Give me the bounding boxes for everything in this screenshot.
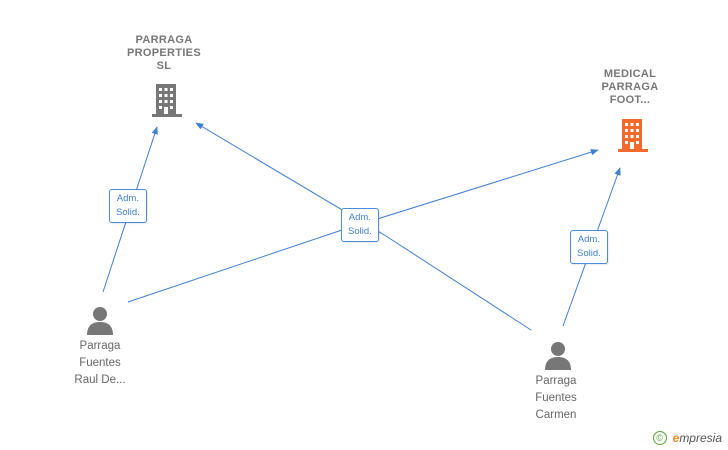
relation-edge-carmen-parraga-properties: [195, 122, 532, 331]
building-icon[interactable]: [616, 117, 650, 153]
company-label-parraga-properties[interactable]: PARRAGA PROPERTIES SL: [127, 34, 201, 72]
person-icon[interactable]: [543, 340, 573, 370]
relation-label-carmen-medical-parraga[interactable]: Adm. Solid.: [570, 230, 608, 264]
relation-label-cross[interactable]: Adm. Solid.: [341, 208, 379, 242]
relation-label-raul-parraga-properties[interactable]: Adm. Solid.: [109, 189, 147, 223]
building-icon[interactable]: [150, 82, 184, 118]
person-icon[interactable]: [85, 305, 115, 335]
person-label-raul[interactable]: Parraga Fuentes Raul De...: [74, 340, 126, 386]
brand-logo[interactable]: empresia: [672, 431, 722, 445]
footer: © empresia: [652, 431, 722, 445]
copyright-icon: ©: [652, 431, 667, 445]
person-label-carmen[interactable]: Parraga Fuentes Carmen: [535, 375, 577, 421]
company-label-medical-parraga[interactable]: MEDICAL PARRAGA FOOT...: [601, 68, 659, 106]
